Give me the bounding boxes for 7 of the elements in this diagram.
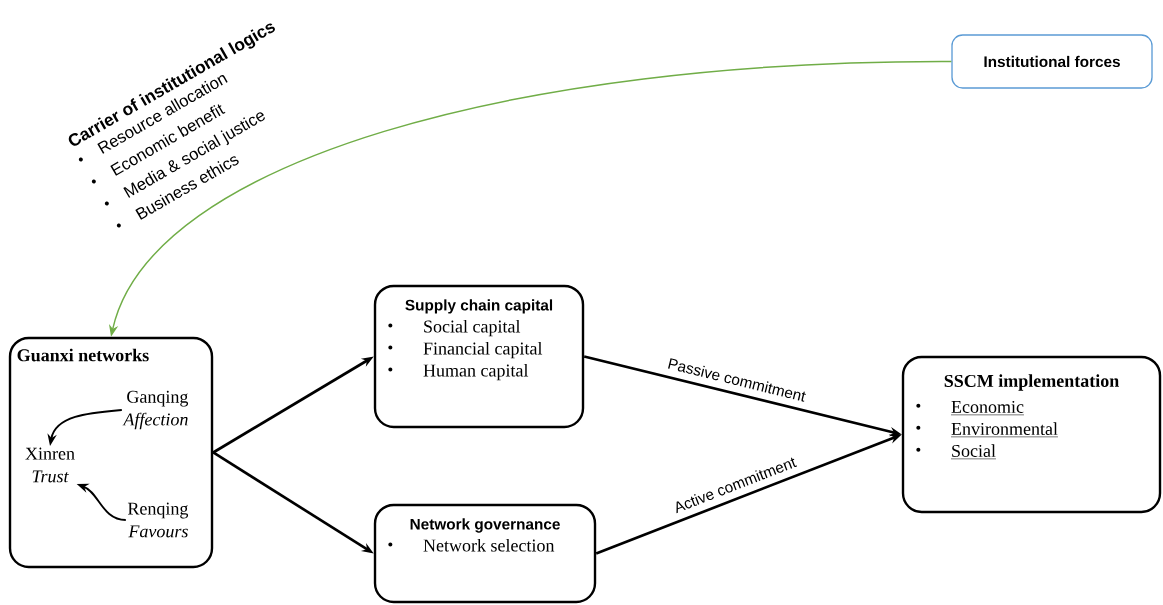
concept-label: Ganqing Affection	[122, 390, 189, 430]
concept-label: Xinren Trust	[25, 447, 75, 483]
concept-box: SSCM implementation Economic Environmental Social	[901, 355, 1162, 514]
concept-box: Network governance Network selection	[373, 503, 597, 604]
concept-label: Renqing Favours	[127, 502, 189, 538]
concept-box: Supply chain capital Social capital Financial capital Human capital	[373, 284, 585, 429]
concept-box: Institutional forces	[951, 34, 1153, 89]
